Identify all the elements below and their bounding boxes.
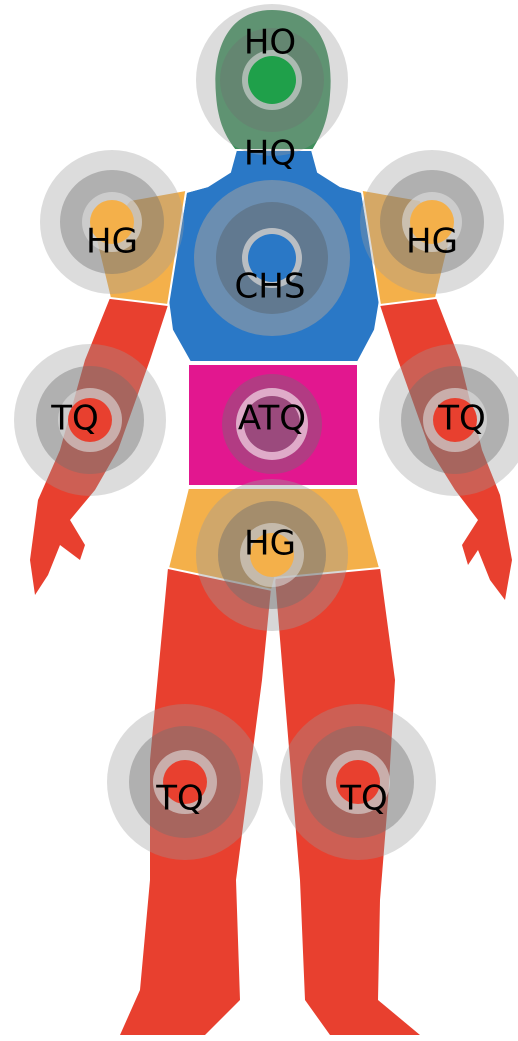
label-neck: HQ <box>244 134 296 174</box>
label-shoulder-right: HG <box>406 222 458 262</box>
label-leg-left: TQ <box>155 779 204 819</box>
chest-target <box>194 180 350 336</box>
label-head: HO <box>244 23 296 63</box>
label-shoulder-left: HG <box>86 222 138 262</box>
label-leg-right: TQ <box>339 779 388 819</box>
label-abdomen: ATQ <box>238 399 306 439</box>
label-pelvis: HG <box>244 524 296 564</box>
label-arm-left: TQ <box>50 399 99 439</box>
label-chest: CHS <box>235 267 306 307</box>
label-arm-right: TQ <box>437 399 486 439</box>
